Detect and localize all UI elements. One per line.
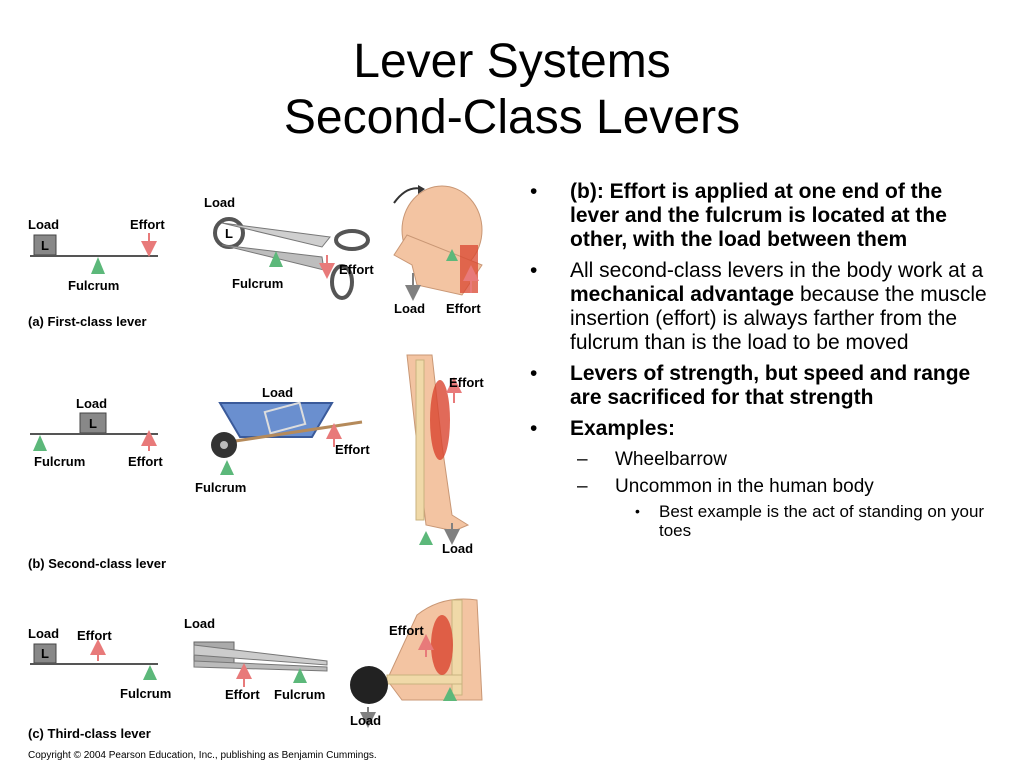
scissors-handle-top [334, 229, 370, 251]
arm-effort-label: Effort [389, 623, 424, 638]
head-load-label: Load [394, 301, 425, 316]
wheelbarrow-diagram: Load L Effort Fulcrum [195, 385, 370, 495]
scissors-blade-top [221, 222, 331, 248]
caption-second-class: (b) Second-class lever [28, 556, 166, 571]
load-box-label: L [41, 238, 49, 253]
calf-muscle [430, 380, 450, 460]
bullet-text-2-pre: All second-class levers in the body work… [570, 259, 984, 282]
foot-load-label: Load [442, 541, 473, 556]
bullet-glyph: • [530, 417, 538, 440]
scissors-handle-bottom [330, 264, 354, 300]
tweezers-arm-bottom [193, 660, 328, 672]
bullet-item-2: • All second-class levers in the body wo… [530, 259, 990, 355]
second-class-simple-diagram: Load L Fulcrum Effort [30, 396, 163, 469]
bullet-item-1: • (b): Effort is applied at one end of t… [530, 180, 990, 252]
bullet-text-2: All second-class levers in the body work… [570, 259, 990, 355]
bullet-glyph: • [530, 180, 538, 203]
leg-bone [415, 359, 425, 521]
tweezers-diagram: Load Effort Fulcrum [184, 616, 328, 702]
copyright-text: Copyright © 2004 Pearson Education, Inc.… [28, 750, 377, 761]
title-line-1: Lever Systems [353, 35, 671, 88]
head-diagram: Load Effort [393, 185, 483, 316]
dash-glyph: – [577, 476, 588, 497]
b-load-label: Load [76, 396, 107, 411]
sub-item-1: – Wheelbarrow [577, 448, 990, 472]
bullet-text-4: Examples: [570, 417, 676, 440]
fulcrum-triangle [91, 257, 105, 274]
bullet-glyph: • [635, 503, 640, 519]
scissors-effort-label: Effort [339, 262, 374, 277]
biceps-muscle [431, 615, 453, 675]
c-load-label: Load [28, 626, 59, 641]
scissors-load-label: Load [204, 195, 235, 210]
sub-item-2: – Uncommon in the human body [577, 475, 990, 499]
bullet-text-2-bold: mechanical advantage [570, 283, 795, 306]
caption-third-class: (c) Third-class lever [28, 726, 151, 741]
bullet-text-1: (b): Effort is applied at one end of the… [570, 180, 947, 251]
tw-fulcrum [293, 668, 307, 683]
lever-illustration: L Load Fulcrum Effort Load L Fulcrum Eff… [28, 185, 484, 761]
load-label: Load [28, 217, 59, 232]
c-fulcrum-label: Fulcrum [120, 686, 171, 701]
tw-effort-label: Effort [225, 687, 260, 702]
scissors-box-label: L [225, 226, 233, 241]
scissors-fulcrum [269, 251, 283, 267]
arm-fulcrum [443, 687, 457, 701]
caption-first-class: (a) First-class lever [28, 314, 147, 329]
wb-effort-label: Effort [335, 442, 370, 457]
dash-glyph: – [577, 449, 588, 470]
bullet-glyph: • [530, 259, 538, 282]
foot-diagram: Effort Load [406, 354, 484, 556]
c-fulcrum-triangle [143, 665, 157, 680]
sub-sub-item-1: • Best example is the act of standing on… [635, 502, 990, 540]
tw-fulcrum-label: Fulcrum [274, 687, 325, 702]
tweezers-arm-top [193, 644, 328, 666]
foot-fulcrum [419, 531, 433, 545]
forearm-bone [386, 674, 463, 685]
scissors-diagram: Load L Fulcrum Effort [204, 195, 374, 300]
bullet-glyph: • [530, 362, 538, 385]
b-fulcrum-label: Fulcrum [34, 454, 85, 469]
bullet-text-3: Levers of strength, but speed and range … [570, 362, 971, 409]
b-fulcrum-triangle [33, 435, 47, 451]
scissors-fulcrum-label: Fulcrum [232, 276, 283, 291]
title-line-2: Second-Class Levers [283, 91, 741, 144]
ball [350, 666, 388, 704]
tw-load-label: Load [184, 616, 215, 631]
bullet-list: • (b): Effort is applied at one end of t… [530, 180, 990, 540]
head-fulcrum [446, 249, 458, 261]
sub-sub-text-1: Best example is the act of standing on y… [659, 502, 985, 540]
bullet-item-3: • Levers of strength, but speed and rang… [530, 362, 990, 410]
neck-muscle [460, 245, 478, 293]
foot-effort-label: Effort [449, 375, 484, 390]
c-effort-label: Effort [77, 628, 112, 643]
lever-figure: L Load Fulcrum Effort Load L Fulcrum Eff… [22, 175, 502, 765]
wb-fulcrum [220, 460, 234, 475]
sub-text-2: Uncommon in the human body [615, 476, 874, 497]
fulcrum-label: Fulcrum [68, 278, 119, 293]
slide-title: Lever Systems Second-Class Levers [0, 34, 1024, 146]
arm-diagram: Effort Load [350, 598, 483, 728]
head-effort-label: Effort [446, 301, 481, 316]
bullet-text-2-post: because the muscle insertion (effort) is… [570, 283, 987, 354]
wb-load-label: Load [262, 385, 293, 400]
bullet-item-4: • Examples: [530, 417, 990, 441]
effort-label: Effort [130, 217, 165, 232]
b-effort-label: Effort [128, 454, 163, 469]
c-load-box-label: L [41, 646, 49, 661]
b-load-box-label: L [89, 416, 97, 431]
wb-fulcrum-label: Fulcrum [195, 480, 246, 495]
sub-text-1: Wheelbarrow [615, 449, 727, 470]
first-class-simple-diagram: L Load Fulcrum Effort [28, 217, 165, 293]
arm-load-label: Load [350, 713, 381, 728]
third-class-simple-diagram: Load L Effort Fulcrum [28, 626, 171, 701]
